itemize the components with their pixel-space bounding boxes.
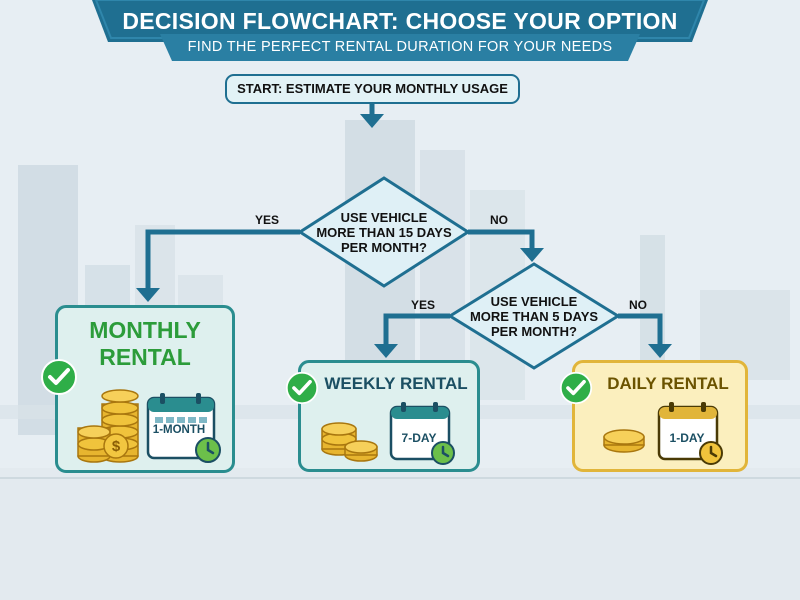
daily-rental-card: DAILY RENTAL 1-DAY	[559, 360, 748, 472]
decision2-yes-label: YES	[411, 298, 436, 312]
calendar-icon	[657, 402, 723, 465]
page-subtitle: FIND THE PERFECT RENTAL DURATION FOR YOU…	[187, 39, 613, 55]
decision2-line3: PER MONTH?	[491, 324, 577, 339]
page-title: DECISION FLOWCHART: CHOOSE YOUR OPTION	[122, 8, 678, 34]
decision1-line3: PER MONTH?	[341, 240, 427, 255]
decision1-line2: MORE THAN 15 DAYS	[316, 225, 452, 240]
decision2-line2: MORE THAN 5 DAYS	[469, 309, 599, 324]
daily-calendar-label: 1-DAY	[669, 431, 705, 445]
monthly-rental-title: MONTHLY RENTAL	[58, 317, 232, 371]
title-banner	[92, 0, 708, 42]
checkmark-icon	[559, 371, 593, 405]
coin-stack-icon	[321, 422, 378, 462]
decision1-yes-label: YES	[255, 213, 280, 227]
decision2-question: USE VEHICLE MORE THAN 5 DAYS PER MONTH?	[466, 294, 602, 339]
weekly-rental-card: WEEKLY RENTAL 7-DAY	[285, 360, 480, 472]
monthly-rental-card: MONTHLY RENTAL $	[41, 305, 235, 473]
subtitle-banner	[160, 34, 640, 61]
svg-text:$: $	[112, 438, 121, 455]
decision2-no-label: NO	[629, 298, 647, 312]
checkmark-icon	[41, 359, 77, 395]
monthly-title-line1: MONTHLY	[89, 317, 201, 343]
calendar-icon	[389, 402, 455, 465]
monthly-title-line2: RENTAL	[99, 344, 191, 370]
decision1-line1: USE VEHICLE	[340, 210, 428, 225]
decision2-line1: USE VEHICLE	[490, 294, 578, 309]
monthly-calendar-label: 1-MONTH	[152, 424, 206, 436]
daily-rental-title: DAILY RENTAL	[607, 374, 729, 393]
decision1-question: USE VEHICLE MORE THAN 15 DAYS PER MONTH?	[316, 210, 452, 255]
weekly-calendar-label: 7-DAY	[401, 431, 437, 445]
calendar-icon	[146, 393, 221, 463]
coin-icon	[603, 429, 645, 453]
checkmark-icon	[285, 371, 319, 405]
start-node: START: ESTIMATE YOUR MONTHLY USAGE	[225, 74, 520, 104]
weekly-rental-title: WEEKLY RENTAL	[324, 374, 468, 393]
coin-stack-icon: $	[77, 389, 139, 463]
decision1-no-label: NO	[490, 213, 508, 227]
